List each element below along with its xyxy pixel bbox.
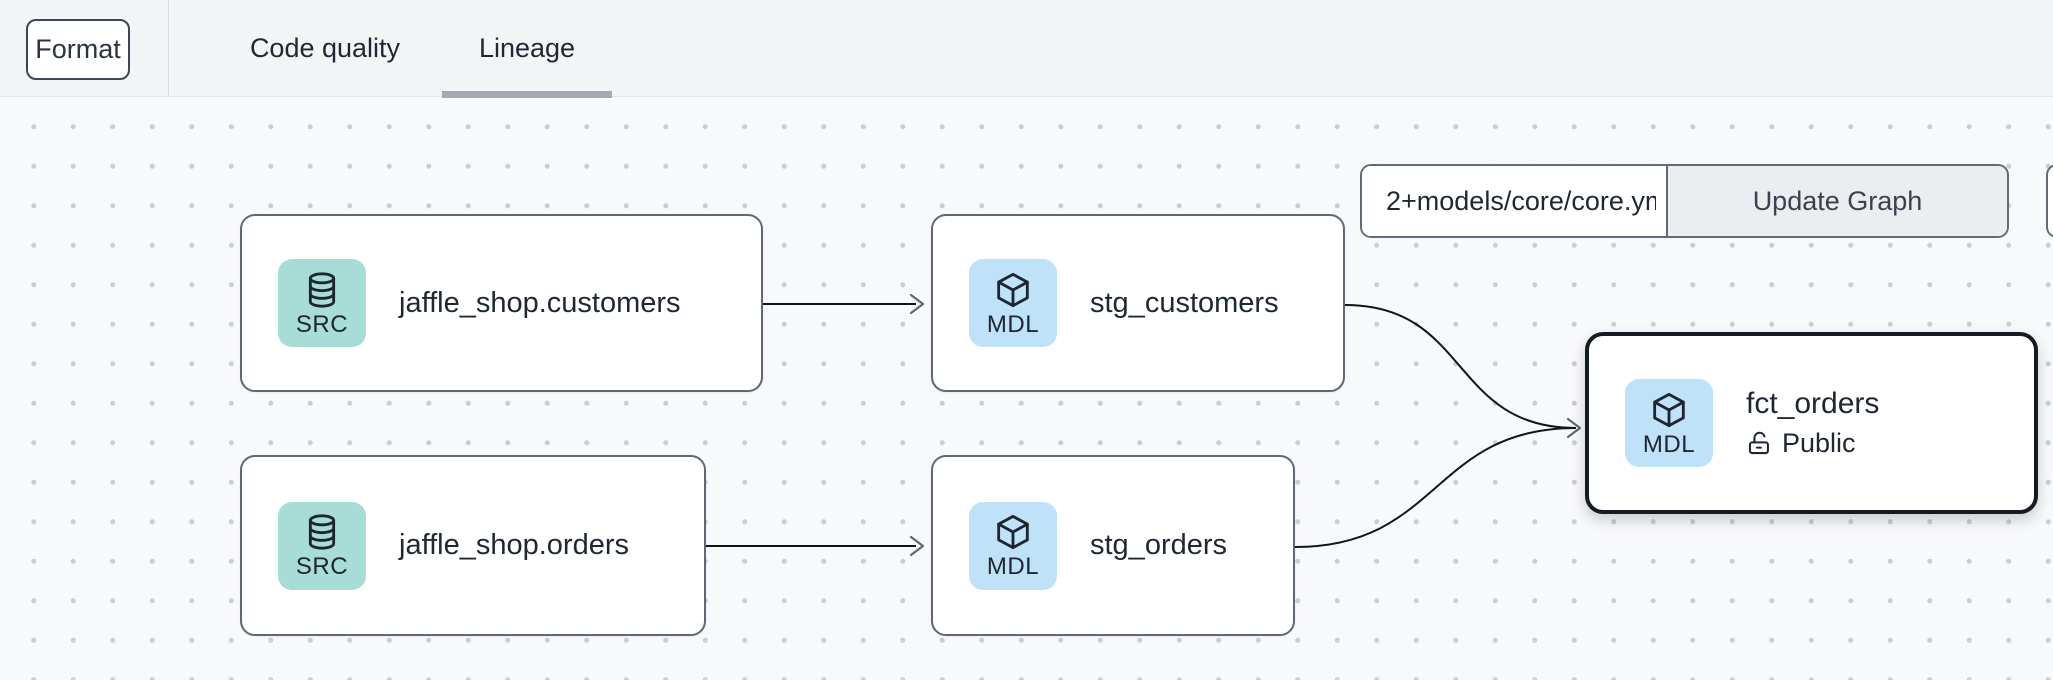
arrowhead-icon xyxy=(909,535,925,557)
badge-label: MDL xyxy=(1642,430,1696,458)
edge-stg-customers-to-fct-orders xyxy=(1344,304,1577,429)
update-graph-button[interactable]: Update Graph xyxy=(1666,166,2007,236)
node-label: jaffle_shop.orders xyxy=(399,529,630,561)
model-badge: MDL xyxy=(1625,379,1713,467)
arrowhead-icon xyxy=(909,293,925,315)
lineage-node-jaffle-shop-orders[interactable]: SRC jaffle_shop.orders xyxy=(240,455,706,636)
lineage-selector-group: Update Graph xyxy=(1360,164,2009,238)
clipped-control-button[interactable] xyxy=(2046,164,2053,238)
badge-label: SRC xyxy=(295,310,349,338)
lineage-node-jaffle-shop-customers[interactable]: SRC jaffle_shop.customers xyxy=(240,214,763,392)
lineage-selector-input[interactable] xyxy=(1362,166,1666,236)
tab-code-quality[interactable]: Code quality xyxy=(249,33,401,63)
unlock-icon xyxy=(1748,431,1769,455)
badge-label: MDL xyxy=(986,310,1040,338)
access-row: Public xyxy=(1746,428,1879,459)
node-label: stg_customers xyxy=(1090,286,1279,319)
node-label: jaffle_shop.customers xyxy=(399,286,681,319)
badge-label: MDL xyxy=(986,553,1040,580)
source-badge: SRC xyxy=(278,501,366,590)
node-label: fct_orders xyxy=(1746,387,1880,420)
lineage-node-fct-orders[interactable]: MDL fct_orders Public xyxy=(1585,332,2038,514)
tab-lineage[interactable]: Lineage xyxy=(478,33,576,63)
model-badge: MDL xyxy=(969,501,1057,590)
database-icon xyxy=(308,514,336,550)
arrowhead-icon xyxy=(1566,417,1582,439)
active-tab-underline xyxy=(442,91,612,98)
format-button[interactable]: Format xyxy=(26,19,130,80)
database-icon xyxy=(308,271,336,308)
badge-label: SRC xyxy=(295,553,349,580)
lineage-node-stg-customers[interactable]: MDL stg_customers xyxy=(931,214,1345,392)
edge-stg-orders-to-fct-orders xyxy=(1294,427,1577,548)
lineage-canvas[interactable]: SRC jaffle_shop.customers MDL stg_custom… xyxy=(0,97,2053,680)
top-toolbar: Format Code quality Lineage xyxy=(0,0,2053,98)
node-label: stg_orders xyxy=(1090,529,1228,561)
cube-icon xyxy=(997,514,1029,550)
lineage-node-stg-orders[interactable]: MDL stg_orders xyxy=(931,455,1295,636)
cube-icon xyxy=(997,272,1029,307)
toolbar-divider xyxy=(168,0,169,97)
access-label: Public xyxy=(1782,428,1856,458)
source-badge: SRC xyxy=(278,259,366,347)
model-badge: MDL xyxy=(969,259,1057,347)
cube-icon xyxy=(1653,392,1685,427)
